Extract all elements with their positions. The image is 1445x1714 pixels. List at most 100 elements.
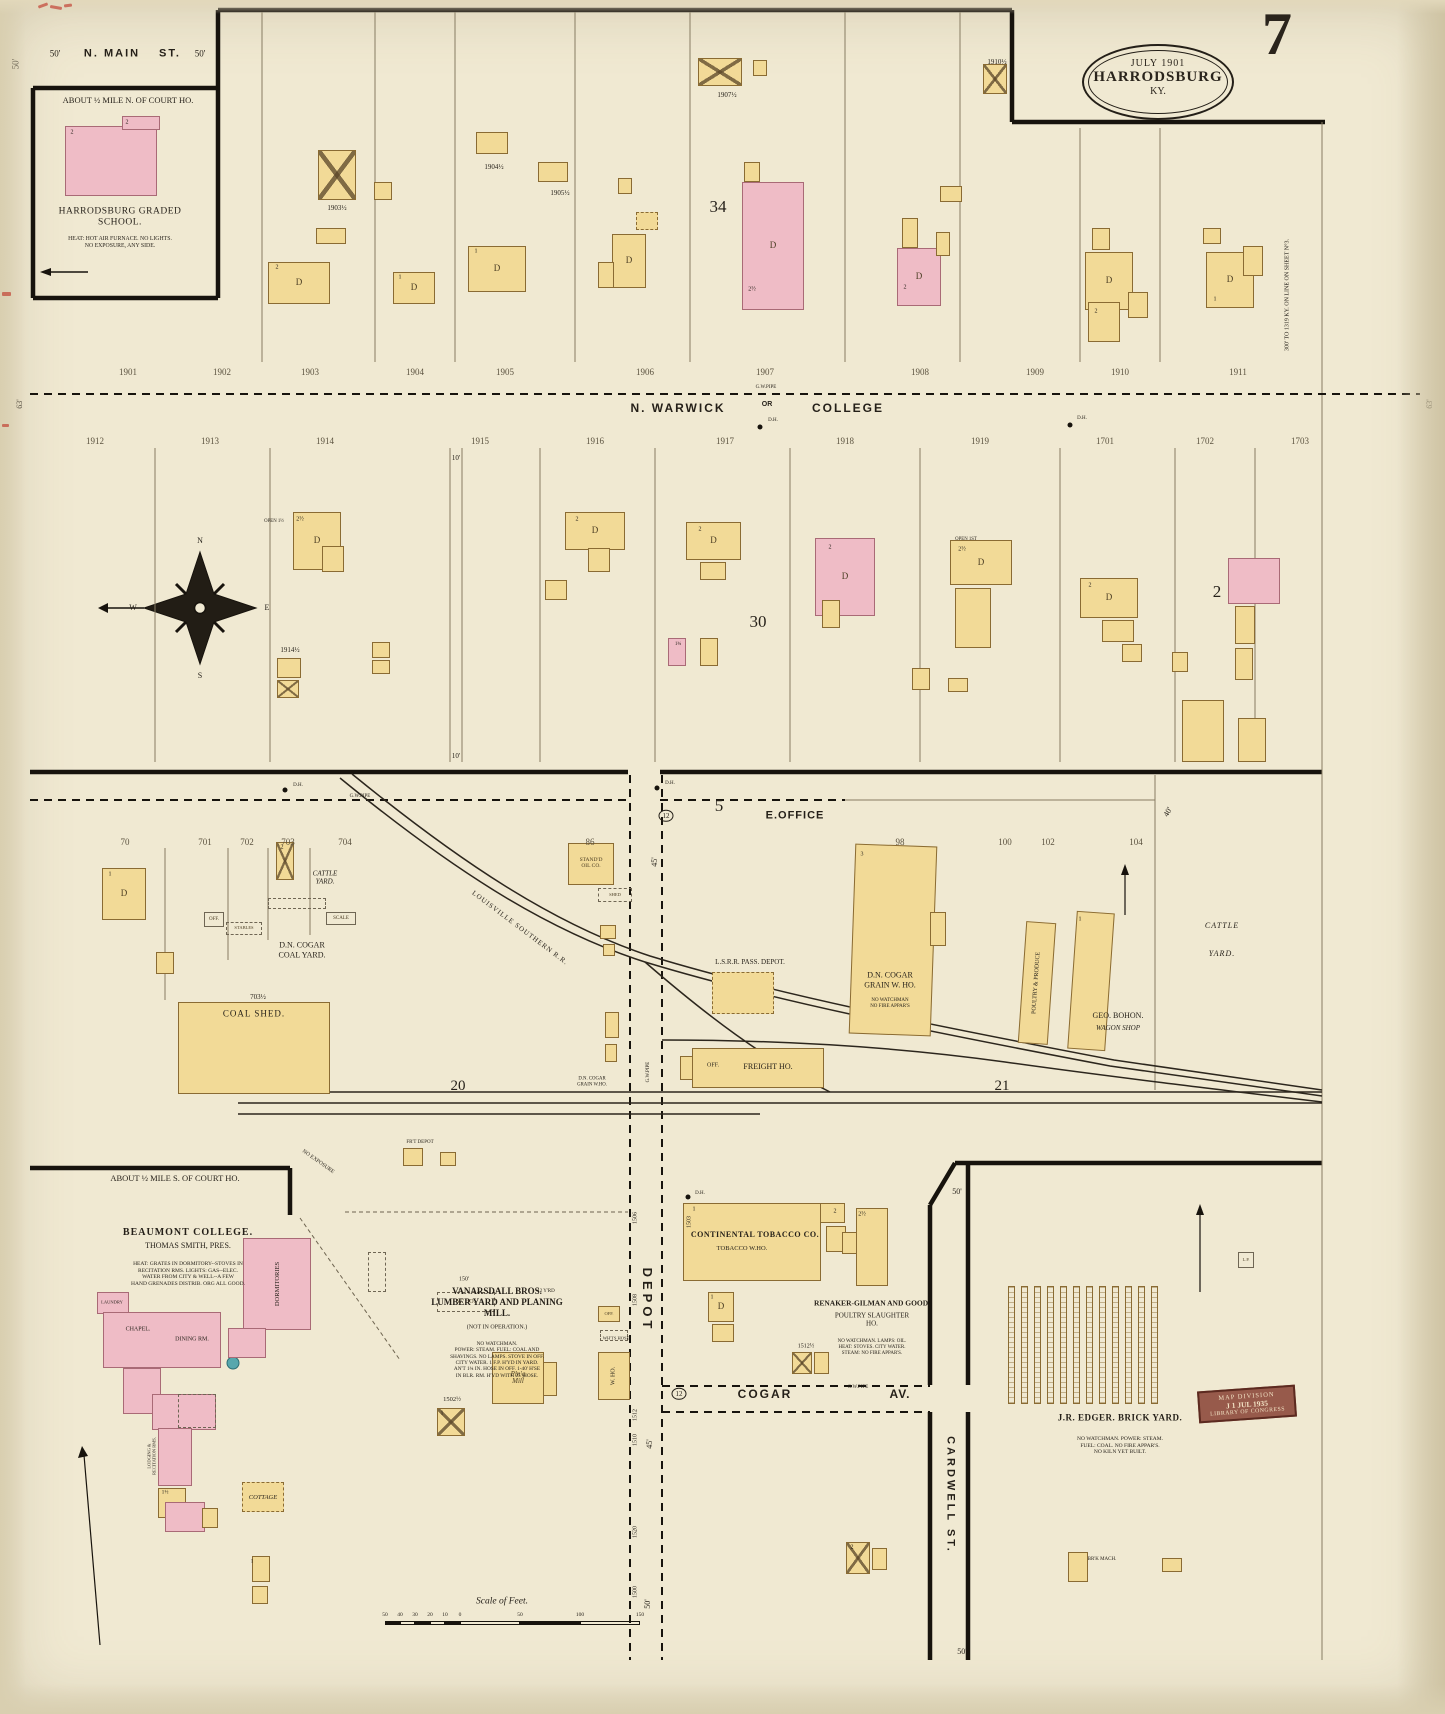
building-label: OFF. <box>208 916 220 922</box>
map-label: N <box>197 536 203 546</box>
map-label: 50' <box>194 48 206 59</box>
map-label: 2 <box>1094 308 1098 315</box>
north-arrow <box>1121 864 1129 915</box>
map-state: KY. <box>1150 86 1166 97</box>
building: OFF. <box>204 912 224 927</box>
building <box>1235 606 1255 644</box>
building <box>368 1252 386 1292</box>
map-label: OPEN 1ST <box>955 537 977 543</box>
building <box>912 668 930 690</box>
railroad-track <box>351 773 1323 1091</box>
map-label: CATTLE <box>1204 921 1240 931</box>
map-label: 2 <box>280 844 284 851</box>
building: Pln'g Mill <box>492 1352 544 1404</box>
map-label: 2 <box>575 516 579 523</box>
building <box>842 1232 857 1254</box>
brick-drying-rack <box>1073 1286 1080 1404</box>
water-hydrant-dot <box>282 787 288 793</box>
lot-number: 1904 <box>406 367 424 377</box>
building <box>243 1238 311 1330</box>
building <box>792 1352 812 1374</box>
map-label: 2½ <box>858 1211 866 1218</box>
building <box>318 150 356 200</box>
building-label: D <box>493 263 501 274</box>
map-label: OPEN 1½ <box>264 519 284 525</box>
lot-number: 1910 <box>1111 367 1129 377</box>
building-label: SHED <box>609 891 621 897</box>
map-label: THOMAS SMITH, PRES. <box>145 1241 231 1251</box>
building-label: D <box>710 535 717 546</box>
map-label: 2 <box>903 284 907 291</box>
map-label: Scale of Feet. <box>476 1596 528 1607</box>
building: SCALE <box>326 912 356 925</box>
map-label: NO WATCHMAN. POWER: STEAM. FUEL: COAL. N… <box>1077 1436 1163 1456</box>
map-label: 1907½ <box>717 90 737 99</box>
building <box>872 1548 887 1570</box>
building <box>618 178 632 194</box>
map-label: G.W.PIPE <box>646 1061 651 1083</box>
building: D <box>102 868 146 920</box>
lot-number: 98 <box>895 837 905 847</box>
lot-number: 1912 <box>86 436 104 446</box>
building <box>820 1203 845 1223</box>
map-label: 1510 <box>632 1434 639 1446</box>
brick-drying-rack <box>1125 1286 1132 1404</box>
map-label: 1502½ <box>443 1396 461 1404</box>
lot-number: 1902 <box>213 367 231 377</box>
building: D <box>742 182 804 310</box>
building <box>683 1203 821 1281</box>
building <box>948 678 968 692</box>
map-label: 50' <box>952 1187 962 1197</box>
building: D <box>1080 578 1138 618</box>
map-label: 1905½ <box>550 188 570 197</box>
map-label: ABOUT ½ MILE S. OF COURT HO. <box>110 1172 240 1183</box>
brick-drying-rack <box>1047 1286 1054 1404</box>
building <box>983 64 1007 94</box>
building <box>1228 558 1280 604</box>
building <box>712 972 774 1014</box>
building <box>156 952 174 974</box>
map-label: D.H. <box>1077 416 1087 421</box>
map-label: 21 <box>994 1078 1010 1094</box>
building-label: D <box>841 571 849 582</box>
compass-rose <box>98 550 258 666</box>
red-pencil-mark <box>2 292 11 296</box>
map-label: 3 <box>860 851 864 858</box>
building <box>700 638 718 666</box>
map-label: POULTRY & PRODUCE <box>1031 951 1042 1015</box>
building <box>1128 292 1148 318</box>
map-label: HEAT: GRATES IN DORMITORY--STOVES IN REC… <box>131 1260 245 1287</box>
building <box>955 588 991 648</box>
building <box>603 944 615 956</box>
map-label: 1 <box>474 248 478 255</box>
building-label: D <box>625 255 633 266</box>
lot-number: 1916 <box>586 436 604 446</box>
map-label: CHAPEL. <box>125 1326 151 1333</box>
building <box>165 1502 205 1532</box>
lot-number: 86 <box>585 837 595 847</box>
map-label: 2 <box>1088 582 1092 589</box>
scale-bar-segment <box>415 1621 430 1625</box>
brick-drying-rack <box>1034 1286 1041 1404</box>
map-label: HARRODSBURG GRADED SCHOOL. <box>58 206 182 228</box>
map-label: 50' <box>643 1599 653 1609</box>
building <box>712 1324 734 1342</box>
map-label: 1½ <box>161 1489 169 1496</box>
water-hydrant-dot <box>1067 422 1073 428</box>
building <box>1162 1558 1182 1572</box>
map-label: 1520 <box>632 1526 639 1538</box>
building <box>440 1152 456 1166</box>
building <box>698 58 742 86</box>
map-label: 1910½ <box>987 57 1007 66</box>
lot-number: 1701 <box>1096 436 1114 446</box>
map-label: TOBACCO W.HO. <box>716 1245 768 1253</box>
map-label: 50' <box>10 58 21 70</box>
building <box>277 680 299 698</box>
building <box>545 580 567 600</box>
map-label: COLLEGE <box>811 400 885 415</box>
building <box>588 548 610 572</box>
map-label: 2 <box>70 129 74 136</box>
building <box>753 60 767 76</box>
map-label: 2 <box>698 526 702 533</box>
